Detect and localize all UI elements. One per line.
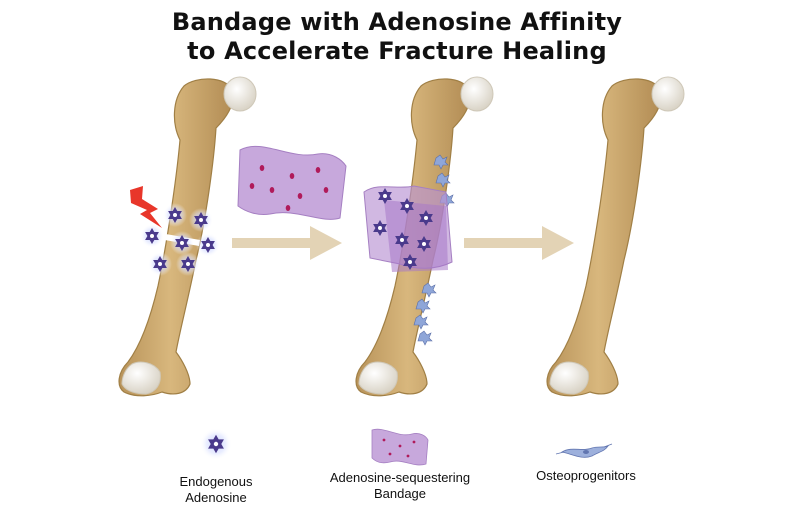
- bone-3-joint-bottom: [549, 361, 589, 395]
- healed-bone: [546, 76, 685, 397]
- legend-bandage-icon: [371, 428, 429, 466]
- legend-bandage-label: Adenosine-sequestering Bandage: [329, 470, 471, 501]
- legend-osteoprogenitor-icon: [555, 443, 613, 458]
- bandaged-bone: [355, 76, 494, 397]
- bone-1-joint-bottom: [121, 361, 161, 395]
- legend-osteo-label: Osteoprogenitors: [536, 468, 636, 483]
- legend-adenosine-label: Endogenous Adenosine: [179, 474, 253, 505]
- fractured-bone: [118, 76, 257, 397]
- bandage-icon: [237, 145, 347, 220]
- arrow-right-icon: [232, 226, 342, 260]
- title-line-2: to Accelerate Fracture Healing: [187, 37, 607, 65]
- bone-3-joint-top: [651, 76, 685, 112]
- bone-1-joint-top: [223, 76, 257, 112]
- legend-adenosine-star-icon: [200, 428, 232, 460]
- title-line-1: Bandage with Adenosine Affinity: [171, 8, 623, 36]
- bone-2-joint-top: [460, 76, 494, 112]
- lightning-icon: [130, 186, 162, 228]
- bone-2-joint-bottom: [358, 361, 398, 395]
- osteoprogenitor-icon: [413, 154, 455, 346]
- page-title: Bandage with Adenosine Affinity to Accel…: [0, 8, 794, 66]
- arrow-right-icon: [464, 226, 574, 260]
- adenosine-star-icon: [140, 203, 220, 276]
